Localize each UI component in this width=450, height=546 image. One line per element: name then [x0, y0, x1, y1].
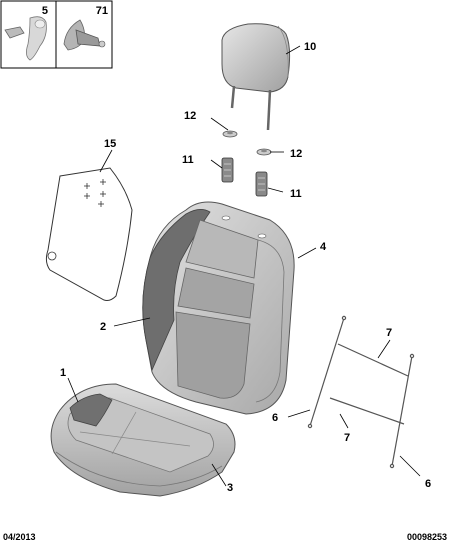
leader-lines	[67, 45, 421, 487]
callout-1: 1	[60, 367, 66, 379]
footer-date: 04/2013	[3, 532, 36, 542]
wire-frame-right	[389, 353, 415, 469]
callout-15: 15	[104, 138, 116, 150]
back-panel	[45, 167, 133, 301]
foam-side	[142, 209, 211, 372]
foam-insert	[69, 393, 113, 427]
callout-2: 2	[100, 321, 106, 333]
callout-7-bottom: 7	[344, 432, 350, 444]
callout-11-right: 11	[290, 188, 302, 200]
callout-12-right: 12	[290, 148, 302, 160]
callout-10: 10	[304, 41, 316, 53]
callout-4: 4	[320, 241, 327, 253]
guide-sleeve-right	[255, 171, 268, 197]
headrest	[221, 23, 291, 131]
seat-back	[142, 201, 295, 415]
wire-frame-left	[307, 315, 409, 429]
callout-12-left: 12	[184, 110, 196, 122]
headrest-guide-right	[256, 148, 272, 156]
fastener-part-icon	[63, 19, 106, 51]
clip-part-icon	[4, 16, 47, 61]
seat-cushion	[50, 383, 236, 497]
callout-3: 3	[227, 482, 233, 494]
callout-11-left: 11	[182, 154, 194, 166]
callout-71: 71	[96, 5, 108, 17]
footer-reference: 00098253	[406, 532, 447, 542]
guide-sleeve-left	[221, 157, 234, 183]
callout-6-right: 6	[425, 478, 431, 490]
callout-6-left: 6	[272, 412, 278, 424]
callout-7-top: 7	[386, 327, 392, 339]
inset-box-5: 5	[0, 0, 57, 69]
headrest-guide-left	[222, 130, 238, 138]
inset-box-71: 71	[55, 0, 113, 69]
callout-5: 5	[42, 5, 48, 17]
